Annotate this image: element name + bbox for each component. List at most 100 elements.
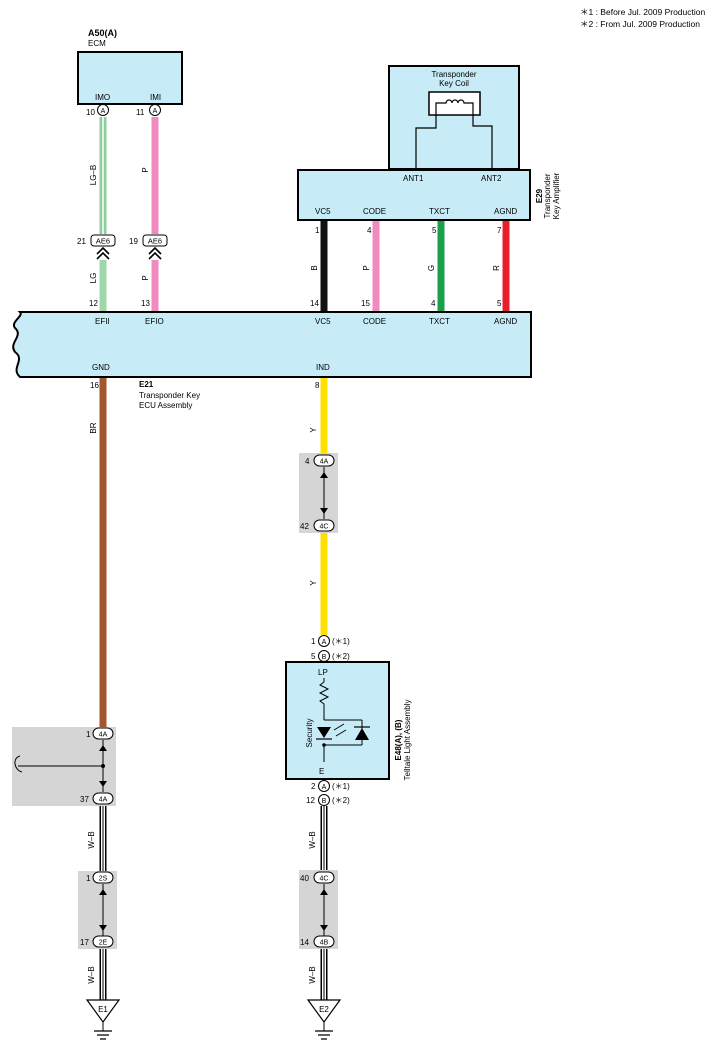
telltale-bottom-connector-b-label: B bbox=[322, 798, 327, 805]
coil-symbol-box bbox=[428, 91, 481, 116]
wire-label-lg-b: LG–B bbox=[89, 165, 98, 185]
telltale-lamp-label: Security bbox=[305, 719, 314, 748]
wire-label-br: BR bbox=[89, 422, 98, 433]
key-coil-name-2: Key Coil bbox=[439, 79, 469, 88]
ecm-connector-a-10 bbox=[97, 104, 109, 116]
amplifier-pin-code: CODE bbox=[363, 207, 386, 216]
resistor-icon bbox=[318, 681, 330, 720]
junction-2s-label: 2S bbox=[99, 876, 108, 883]
wire-label-b: B bbox=[310, 265, 319, 270]
wire-label-g: G bbox=[427, 265, 436, 271]
junction-4a-ind-pin-4: 4 bbox=[305, 457, 310, 466]
junction-2s-pin-1: 1 bbox=[86, 874, 91, 883]
wire-label-w-b-left-1: W–B bbox=[87, 831, 96, 848]
amplifier-pin-txct: TXCT bbox=[429, 207, 450, 216]
amplifier-name-2: Key Amplifier bbox=[552, 172, 561, 219]
ground-e2-label: E2 bbox=[319, 1005, 329, 1014]
ecm-connector-letter-10: A bbox=[101, 108, 106, 115]
junction-4a-arrow-up bbox=[320, 472, 328, 478]
ground-e2-triangle bbox=[306, 999, 342, 1024]
coil-lead-ant1 bbox=[415, 102, 439, 170]
junction-ae6-left bbox=[90, 234, 116, 247]
telltale-node bbox=[322, 743, 326, 747]
telltale-bottom-pin-number-12: 12 bbox=[306, 796, 315, 805]
amplifier-box bbox=[297, 169, 531, 221]
ecu-pin-number-12: 12 bbox=[89, 299, 98, 308]
telltale-bottom-connector-a bbox=[318, 780, 330, 792]
telltale-top-connector-a-label: A bbox=[322, 639, 327, 646]
amplifier-pin-number-5: 5 bbox=[432, 226, 437, 235]
amplifier-pin-ant1: ANT1 bbox=[403, 174, 424, 183]
ground-e2-icon bbox=[315, 1030, 333, 1040]
junction-block-left-break bbox=[14, 755, 23, 773]
junction-arrow-up bbox=[99, 745, 107, 751]
junction-ae6-left-chevron bbox=[96, 246, 110, 260]
ecu-pin-efii: EFII bbox=[95, 317, 110, 326]
ecu-pin-txct: TXCT bbox=[429, 317, 450, 326]
ecm-connector-letter-11: A bbox=[153, 108, 158, 115]
telltale-code: E48(A), (B) bbox=[394, 719, 403, 760]
junction-4c-ground-pin-40: 40 bbox=[300, 874, 309, 883]
amplifier-pin-number-7: 7 bbox=[497, 226, 502, 235]
ecu-pin-agnd: AGND bbox=[494, 317, 517, 326]
coil-lead-ant2 bbox=[470, 102, 493, 170]
junction-4c-arrow-up bbox=[320, 889, 328, 895]
ecm-pin-imo: IMO bbox=[95, 93, 110, 102]
amplifier-name-1: Transponder bbox=[543, 173, 552, 218]
junction-4b-arrow-down bbox=[320, 925, 328, 931]
production-notes: ＊1 : Before Jul. 2009 Production ＊2 : Fr… bbox=[580, 6, 705, 30]
junction-4b-ground bbox=[313, 935, 335, 948]
wire-label-w-b-right-2: W–B bbox=[308, 966, 317, 983]
junction-ae6-pin-21: 21 bbox=[77, 237, 86, 246]
ecu-code: E21 bbox=[139, 380, 154, 389]
wire-label-p-upper: P bbox=[141, 167, 150, 172]
junction-2e-arrow-down bbox=[99, 925, 107, 931]
ecu-pin-number-8: 8 bbox=[315, 381, 320, 390]
junction-arrow-down bbox=[99, 781, 107, 787]
telltale-bottom-pin-number-2: 2 bbox=[311, 782, 316, 791]
ground-e1-label: E1 bbox=[98, 1005, 108, 1014]
junction-4b-ground-label: 4B bbox=[320, 940, 329, 947]
ecu-pin-number-4: 4 bbox=[431, 299, 436, 308]
led-icon bbox=[317, 727, 331, 738]
telltale-top-note-1: (＊1) bbox=[332, 637, 350, 646]
amplifier-pin-number-1: 1 bbox=[315, 226, 320, 235]
telltale-bottom-note-2: (＊2) bbox=[332, 796, 350, 805]
junction-4a-ind bbox=[313, 454, 335, 467]
telltale-top-pin-number-1: 1 bbox=[311, 637, 316, 646]
junction-left-4a-pin-1: 1 bbox=[86, 730, 91, 739]
wire-label-lg: LG bbox=[89, 273, 98, 284]
telltale-bottom-connector-b bbox=[318, 794, 330, 806]
ecu-pin-number-14: 14 bbox=[310, 299, 319, 308]
ecu-pin-vc5: VC5 bbox=[315, 317, 331, 326]
wire-label-p-code: P bbox=[362, 265, 371, 270]
coil-inductor-icon bbox=[439, 99, 470, 104]
junction-left-4a-bottom bbox=[92, 792, 114, 805]
ecu-name-1: Transponder Key bbox=[139, 391, 200, 400]
junction-2s bbox=[92, 871, 114, 884]
junction-4b-ground-pin-14: 14 bbox=[300, 938, 309, 947]
ecu-assembly-box bbox=[12, 311, 532, 378]
junction-2e bbox=[92, 935, 114, 948]
amplifier-pin-number-4: 4 bbox=[367, 226, 372, 235]
ecu-pin-code: CODE bbox=[363, 317, 386, 326]
ground-e1-icon bbox=[94, 1030, 112, 1040]
note-1: ＊1 : Before Jul. 2009 Production bbox=[580, 7, 706, 17]
wire-label-y-lower: Y bbox=[309, 580, 318, 586]
amplifier-pin-ant2: ANT2 bbox=[481, 174, 502, 183]
junction-ae6-right-chevron bbox=[148, 246, 162, 260]
wire-label-w-b-left-2: W–B bbox=[87, 966, 96, 983]
junction-2e-label: 2E bbox=[99, 940, 108, 947]
junction-4c-ind bbox=[313, 519, 335, 532]
ecm-pin-imi: IMI bbox=[150, 93, 161, 102]
wire-label-y-upper: Y bbox=[309, 427, 318, 433]
ecm-box bbox=[77, 51, 183, 105]
amplifier-pin-vc5: VC5 bbox=[315, 207, 331, 216]
ecu-pin-ind: IND bbox=[316, 363, 330, 372]
junction-4c-arrow-down bbox=[320, 508, 328, 514]
junction-ae6-right bbox=[142, 234, 168, 247]
junction-ae6-right-label: AE6 bbox=[148, 237, 162, 246]
wire-label-p-lower: P bbox=[141, 275, 150, 280]
note-2: ＊2 : From Jul. 2009 Production bbox=[580, 19, 701, 29]
